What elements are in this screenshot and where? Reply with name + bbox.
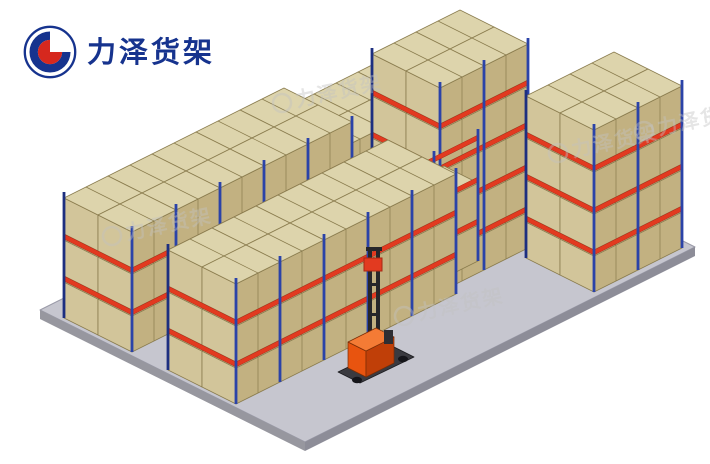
watermark-logo-icon	[633, 120, 655, 142]
truck-mast	[376, 250, 380, 360]
watermark-logo-icon	[271, 92, 293, 114]
rack-upright	[592, 124, 596, 292]
watermark-logo-icon	[101, 225, 123, 247]
rack-upright	[278, 256, 282, 382]
rack-upright	[476, 129, 480, 261]
brand-logo-icon	[23, 25, 77, 79]
truck-console	[384, 330, 393, 344]
rack-upright	[524, 90, 528, 258]
truck-carriage	[363, 257, 383, 272]
rack-upright	[322, 234, 326, 360]
rack-upright	[410, 190, 414, 316]
rack-upright	[234, 278, 238, 404]
brand-logo-text: 力泽货架	[87, 34, 216, 69]
rack-upright	[166, 244, 170, 370]
rack-front-row-2	[166, 139, 458, 405]
rack-upright	[680, 80, 684, 248]
pallet-rack-area	[62, 9, 684, 405]
brand-logo: 力泽货架	[22, 24, 215, 80]
rack-right	[524, 51, 684, 293]
rack-upright	[62, 192, 66, 318]
pallet-box	[559, 90, 639, 167]
watermark-logo-icon	[547, 142, 569, 164]
rack-upright	[130, 226, 134, 352]
pallet-box	[405, 48, 485, 125]
pallet-box	[201, 244, 281, 321]
watermark-logo-icon	[393, 305, 415, 327]
truck-wheel	[352, 376, 362, 384]
truck-wheel	[398, 355, 408, 363]
rack-upright	[636, 102, 640, 270]
rack-upright	[454, 168, 458, 294]
reach-truck	[337, 247, 415, 384]
rack-upright	[482, 60, 486, 270]
truck-mast	[368, 250, 372, 360]
